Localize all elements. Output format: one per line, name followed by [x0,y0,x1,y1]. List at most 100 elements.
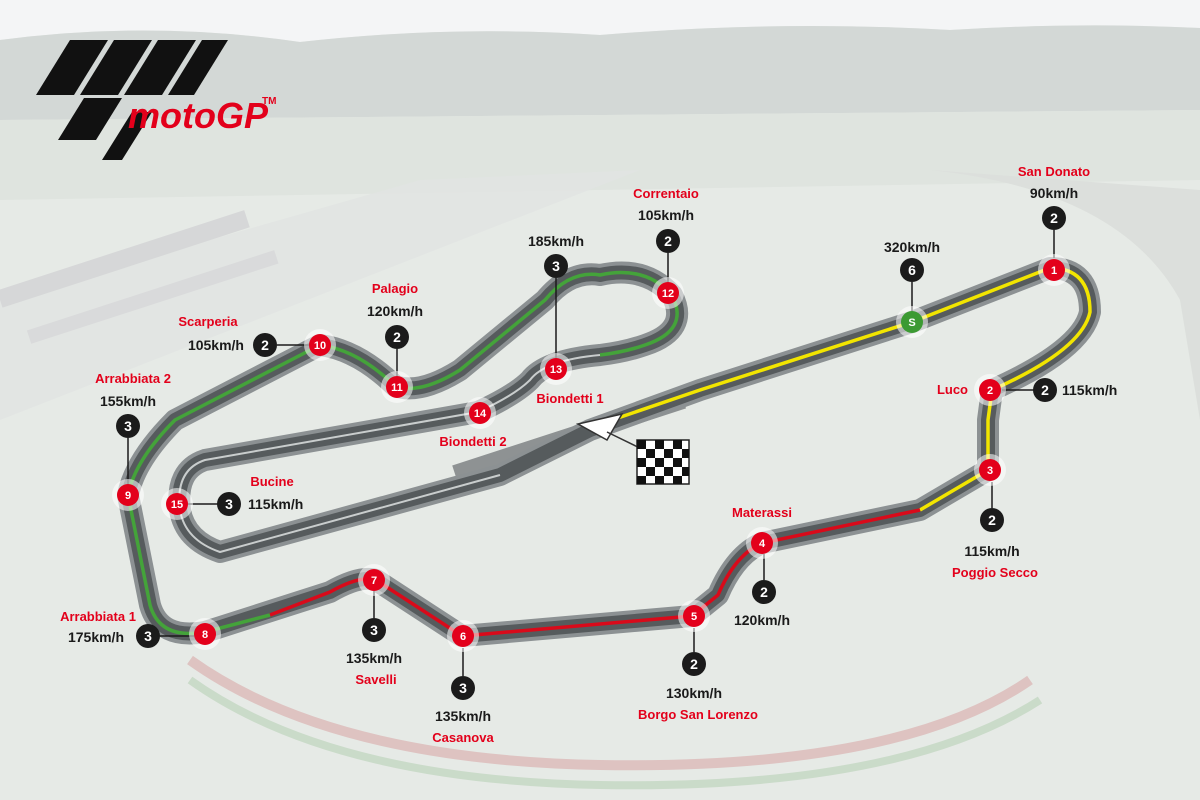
corner-badge [657,282,679,304]
corner-gear: 2 [690,656,698,672]
corner-badge [386,376,408,398]
corner-name: Palagio [372,281,418,296]
corner-name: Biondetti 1 [536,391,603,406]
gear-badge [136,624,160,648]
corner-9: Arrabbiata 2 155km/h 3 9 [95,371,171,511]
corner-num: 3 [987,465,993,477]
gear-badge [1042,206,1066,230]
gear-badge [682,652,706,676]
start-speed: 320km/h [884,239,940,255]
corner-speed: 185km/h [528,233,584,249]
gear-badge [656,229,680,253]
start-gear: 6 [908,262,916,278]
corner-badge [309,334,331,356]
corner-gear: 2 [664,233,672,249]
corner-name: San Donato [1018,164,1090,179]
corner-name: Arrabbiata 1 [60,609,136,624]
gear-badge [217,492,241,516]
start-label: S [908,317,915,329]
corner-badge [469,402,491,424]
corner-badge [751,532,773,554]
gear-badge [451,676,475,700]
corner-num: 5 [691,611,697,623]
gear-badge [362,618,386,642]
corner-speed: 115km/h [964,543,1019,559]
corner-badge [194,623,216,645]
corner-badge [545,358,567,380]
corner-name: Poggio Secco [952,565,1038,580]
corner-6: 3 135km/h Casanova 6 [432,620,494,745]
corner-gear: 2 [393,329,401,345]
gear-badge [752,580,776,604]
corner-badge [979,459,1001,481]
gear-badge [116,414,140,438]
corner-num: 9 [125,490,131,502]
logo-trademark: TM [262,96,276,107]
corner-gear: 3 [552,258,560,274]
corner-gear: 2 [988,512,996,528]
gear-badge [385,325,409,349]
corner-name: Luco [937,382,968,397]
corner-name: Correntaio [633,186,699,201]
corner-num: 1 [1051,265,1057,277]
logo-text: motoGP [128,95,269,136]
corner-name: Arrabbiata 2 [95,371,171,386]
corner-speed: 120km/h [367,303,423,319]
corner-badge [979,379,1001,401]
corner-speed: 135km/h [435,708,491,724]
checkered-flag-icon [636,439,690,485]
corner-badge [117,484,139,506]
corner-8: Arrabbiata 1 175km/h 3 8 [60,609,221,650]
corner-speed: 175km/h [68,629,124,645]
corner-speed: 155km/h [100,393,156,409]
motogp-logo-icon: motoGP TM [36,40,276,160]
corner-13: 185km/h 3 13 Biondetti 1 [528,233,604,406]
corner-num: 12 [662,288,674,300]
corner-3: 2 115km/h Poggio Secco 3 [952,454,1038,580]
corner-gear: 3 [124,418,132,434]
corner-speed: 130km/h [666,685,722,701]
start-marker: 320km/h 6 S [884,239,940,338]
gear-badge [980,508,1004,532]
corner-name: Casanova [432,730,494,745]
start-gear-badge [900,258,924,282]
corner-10: Scarperia 105km/h 2 10 [178,314,336,361]
corner-gear: 3 [225,496,233,512]
corner-num: 7 [371,575,377,587]
corner-14: 14 Biondetti 2 [439,397,507,449]
corner-speed: 115km/h [248,496,303,512]
corner-gear: 2 [1050,210,1058,226]
corner-gear: 3 [370,622,378,638]
corner-badge [1043,259,1065,281]
corner-speed: 120km/h [734,612,790,628]
corner-2: Luco 2 115km/h 2 [937,374,1117,406]
corner-5: 2 130km/h Borgo San Lorenzo 5 [638,600,758,722]
corner-num: 11 [391,382,403,394]
corner-gear: 3 [144,628,152,644]
corner-11: Palagio 120km/h 2 11 [367,281,423,403]
corner-num: 14 [474,408,487,420]
corner-num: 2 [987,385,993,397]
corner-7: 3 135km/h Savelli 7 [346,564,402,687]
corner-speed: 135km/h [346,650,402,666]
corner-badge [452,625,474,647]
corner-num: 4 [759,538,766,550]
corner-gear: 2 [760,584,768,600]
corner-name: Scarperia [178,314,238,329]
corner-name: Savelli [355,672,396,687]
corner-speed: 105km/h [188,337,244,353]
corner-gear: 2 [1041,382,1049,398]
corner-1: San Donato 90km/h 2 1 [1018,164,1090,286]
corner-name: Materassi [732,505,792,520]
gear-badge [544,254,568,278]
corner-4: Materassi 2 120km/h 4 [732,505,792,628]
corner-badge [363,569,385,591]
start-badge [901,311,923,333]
corner-speed: 90km/h [1030,185,1078,201]
corner-num: 15 [171,499,183,511]
corner-name: Borgo San Lorenzo [638,707,758,722]
corner-num: 6 [460,631,466,643]
corner-name: Bucine [250,474,293,489]
corner-name: Biondetti 2 [439,434,506,449]
